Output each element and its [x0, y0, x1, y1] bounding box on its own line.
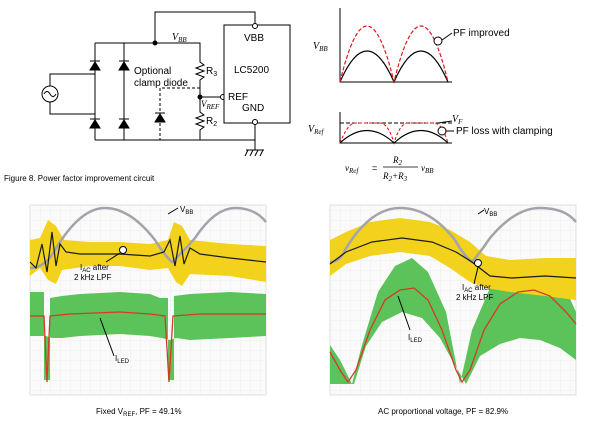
formula-equals: =	[372, 163, 377, 173]
resistor-r2	[194, 102, 206, 140]
gnd-pin	[252, 119, 258, 125]
figure-caption: Figure 8. Power factor improvement circu…	[4, 174, 155, 183]
scope-right-iled-trace	[329, 287, 577, 384]
scope-left-iac-label-line2: 2 kHz LPF	[74, 273, 111, 282]
gnd-pin-label: GND	[242, 103, 264, 114]
vbb-pin	[252, 23, 258, 29]
vref-formula: vRef = R2 R2+R3 vBB	[345, 155, 434, 183]
pf-improved-label: PF improved	[453, 28, 510, 39]
scope-left-iled-trace	[30, 311, 266, 383]
scope-left-iac-marker	[119, 246, 127, 254]
scope-left-vbb-leader	[167, 207, 179, 215]
ground-symbol	[244, 149, 264, 157]
bottom-ylabel: VRef	[308, 124, 324, 136]
scope-right-iac-label-line1: IAC after	[462, 283, 491, 294]
scope-left-iac-trace	[29, 231, 267, 273]
ground-rail	[124, 125, 256, 150]
vbb-pin-label: VBB	[244, 33, 264, 44]
scope-left-iac-label-line1: IAC after	[80, 263, 109, 274]
ic-name: LC5200	[234, 65, 269, 76]
clamp-label-line2: clamp diode	[134, 78, 188, 89]
vref-node-label: VREF	[201, 99, 220, 111]
scope-right-vbb-leader	[477, 209, 485, 215]
scope-left-iac-band	[30, 220, 266, 286]
scope-right-iac-band	[330, 218, 576, 300]
pf-loss-marker	[437, 126, 447, 136]
formula-lhs: vRef	[345, 163, 359, 175]
scope-right-iac-leader	[473, 266, 479, 285]
top-axes	[339, 8, 452, 83]
power-factor-circuit	[41, 11, 291, 157]
scope-right	[329, 204, 577, 396]
pf-improved-leader	[441, 32, 453, 41]
scope-right-iled-label: ILED	[408, 333, 423, 344]
scope-right-iac-label-line2: 2 kHz LPF	[456, 293, 493, 302]
vbb-node-label: VBB	[172, 32, 187, 44]
scope-left	[29, 204, 267, 396]
scope-left-caption: Fixed VREF, PF = 49.1%	[96, 407, 182, 418]
scope-right-iac-trace	[329, 237, 577, 279]
r2-label: R2	[206, 116, 217, 128]
pf-improved-curve	[339, 25, 449, 83]
vf-label: VF	[452, 114, 463, 126]
vref-curve	[339, 130, 449, 144]
vbb-node-dot	[152, 40, 158, 46]
formula-numerator: R2	[392, 155, 403, 167]
scope-right-vbb-label: VBB	[484, 207, 497, 218]
ref-pin-label: REF	[228, 92, 248, 103]
bridge-diodes	[89, 60, 130, 129]
clamp-diode-dashed-wire	[159, 87, 200, 140]
ac-source-sine	[43, 91, 57, 97]
pf-improved-marker	[433, 36, 443, 46]
scope-left-iled-leader	[99, 317, 115, 357]
resistor-r3	[194, 50, 206, 92]
waveform-sketches	[339, 8, 454, 145]
ac-source-wires	[49, 73, 76, 115]
clamp-diode	[154, 113, 166, 123]
pf-loss-label: PF loss with clamping	[456, 126, 553, 137]
scope-left-iac-leader	[105, 252, 121, 263]
bridge-rectifier-wiring	[76, 42, 125, 141]
vbb-rectified-curve	[339, 50, 449, 84]
scope-right-vbb-trace	[329, 206, 577, 264]
pf-loss-leader	[437, 120, 454, 132]
scope-right-iled-leader	[397, 295, 411, 331]
vbb-rail	[124, 11, 256, 50]
scope-left-iled-label: ILED	[115, 354, 130, 365]
scope-right-iac-marker	[474, 259, 482, 267]
clamp-label-line1: Optional	[134, 66, 171, 77]
formula-denominator: R2+R3	[382, 171, 408, 183]
top-ylabel: VBB	[313, 41, 328, 53]
formula-rhs: vBB	[421, 163, 434, 175]
scope-right-caption: AC proportional voltage, PF = 82.9%	[378, 407, 508, 416]
r3-label: R3	[206, 66, 217, 78]
scope-left-vbb-label: VBB	[180, 205, 193, 216]
